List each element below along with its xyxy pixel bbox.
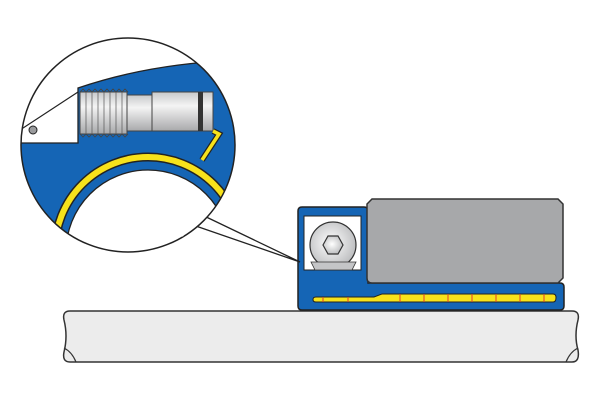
clamp-body	[297, 206, 565, 311]
shaft	[62, 310, 580, 363]
channel-ticks	[322, 294, 545, 302]
callout-detail	[20, 37, 236, 253]
callout-pointer	[189, 213, 301, 263]
hex-socket-bolt-icon	[309, 221, 357, 271]
gray-block	[366, 198, 564, 284]
threaded-screw-icon	[79, 88, 214, 138]
